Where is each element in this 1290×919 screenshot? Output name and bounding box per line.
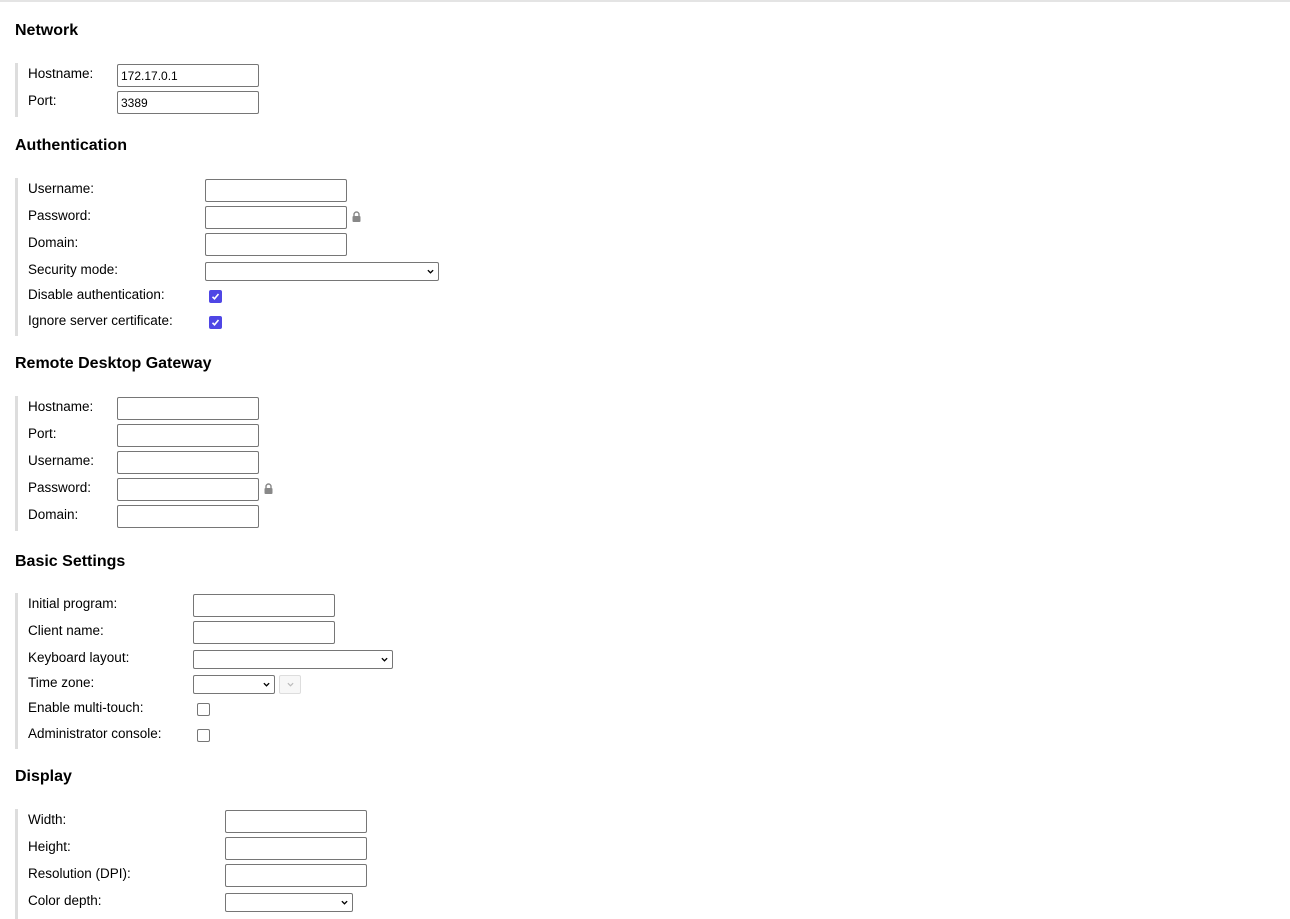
security-mode-select[interactable] bbox=[205, 262, 439, 281]
keyboard-layout-label: Keyboard layout: bbox=[28, 650, 130, 665]
gateway-port-label: Port: bbox=[28, 426, 57, 441]
auth-username-input[interactable] bbox=[205, 179, 347, 202]
chevron-down-icon bbox=[427, 269, 434, 274]
authentication-section: Username: Password: Domain: Security mod… bbox=[15, 178, 618, 336]
gateway-hostname-input[interactable] bbox=[117, 397, 259, 420]
initial-program-input[interactable] bbox=[193, 594, 335, 617]
gateway-domain-input[interactable] bbox=[117, 505, 259, 528]
chevron-down-icon bbox=[341, 900, 348, 905]
lock-icon[interactable] bbox=[352, 211, 361, 222]
time-zone-region-select[interactable] bbox=[193, 675, 275, 694]
color-depth-select[interactable] bbox=[225, 893, 353, 912]
chevron-down-icon bbox=[263, 682, 270, 687]
admin-console-label: Administrator console: bbox=[28, 726, 162, 741]
display-height-input[interactable] bbox=[225, 837, 367, 860]
network-section: Hostname: Port: bbox=[15, 63, 618, 117]
security-mode-label: Security mode: bbox=[28, 262, 119, 277]
ignore-cert-checkbox[interactable] bbox=[209, 316, 222, 329]
initial-program-label: Initial program: bbox=[28, 596, 118, 611]
section-title-display: Display bbox=[15, 768, 72, 785]
keyboard-layout-select[interactable] bbox=[193, 650, 393, 669]
width-label: Width: bbox=[28, 812, 67, 827]
password-label: Password: bbox=[28, 208, 92, 223]
section-title-gateway: Remote Desktop Gateway bbox=[15, 355, 212, 372]
display-dpi-input[interactable] bbox=[225, 864, 367, 887]
disable-auth-checkbox[interactable] bbox=[209, 290, 222, 303]
section-title-authentication: Authentication bbox=[15, 137, 127, 154]
checkmark-icon bbox=[211, 293, 220, 300]
gateway-section: Hostname: Port: Username: Password: Doma… bbox=[15, 396, 618, 531]
multi-touch-label: Enable multi-touch: bbox=[28, 700, 144, 715]
domain-label: Domain: bbox=[28, 235, 79, 250]
hostname-label: Hostname: bbox=[28, 66, 94, 81]
basic-settings-section: Initial program: Client name: Keyboard l… bbox=[15, 593, 618, 749]
chevron-down-icon bbox=[287, 682, 294, 687]
disable-auth-label: Disable authentication: bbox=[28, 287, 165, 302]
network-hostname-input[interactable] bbox=[117, 64, 259, 87]
section-title-basic-settings: Basic Settings bbox=[15, 553, 126, 570]
network-hostname-row: Hostname: bbox=[18, 63, 618, 90]
auth-password-input[interactable] bbox=[205, 206, 347, 229]
chevron-down-icon bbox=[381, 657, 388, 662]
gateway-hostname-label: Hostname: bbox=[28, 399, 94, 414]
client-name-label: Client name: bbox=[28, 623, 104, 638]
time-zone-label: Time zone: bbox=[28, 675, 95, 690]
network-port-row: Port: bbox=[18, 90, 618, 117]
dpi-label: Resolution (DPI): bbox=[28, 866, 131, 881]
auth-domain-input[interactable] bbox=[205, 233, 347, 256]
port-label: Port: bbox=[28, 93, 57, 108]
multi-touch-checkbox[interactable] bbox=[197, 703, 210, 716]
gateway-password-input[interactable] bbox=[117, 478, 259, 501]
admin-console-checkbox[interactable] bbox=[197, 729, 210, 742]
ignore-cert-label: Ignore server certificate: bbox=[28, 313, 173, 328]
checkmark-icon bbox=[211, 319, 220, 326]
gateway-domain-label: Domain: bbox=[28, 507, 79, 522]
lock-icon[interactable] bbox=[264, 483, 273, 494]
gateway-port-input[interactable] bbox=[117, 424, 259, 447]
gateway-username-input[interactable] bbox=[117, 451, 259, 474]
time-zone-city-select bbox=[279, 675, 301, 694]
client-name-input[interactable] bbox=[193, 621, 335, 644]
gateway-username-label: Username: bbox=[28, 453, 95, 468]
network-port-input[interactable] bbox=[117, 91, 259, 114]
height-label: Height: bbox=[28, 839, 71, 854]
section-title-network: Network bbox=[15, 22, 79, 39]
color-depth-label: Color depth: bbox=[28, 893, 102, 908]
gateway-password-label: Password: bbox=[28, 480, 92, 495]
display-section: Width: Height: Resolution (DPI): Color d… bbox=[15, 809, 618, 919]
top-divider bbox=[0, 0, 1290, 2]
username-label: Username: bbox=[28, 181, 95, 196]
display-width-input[interactable] bbox=[225, 810, 367, 833]
